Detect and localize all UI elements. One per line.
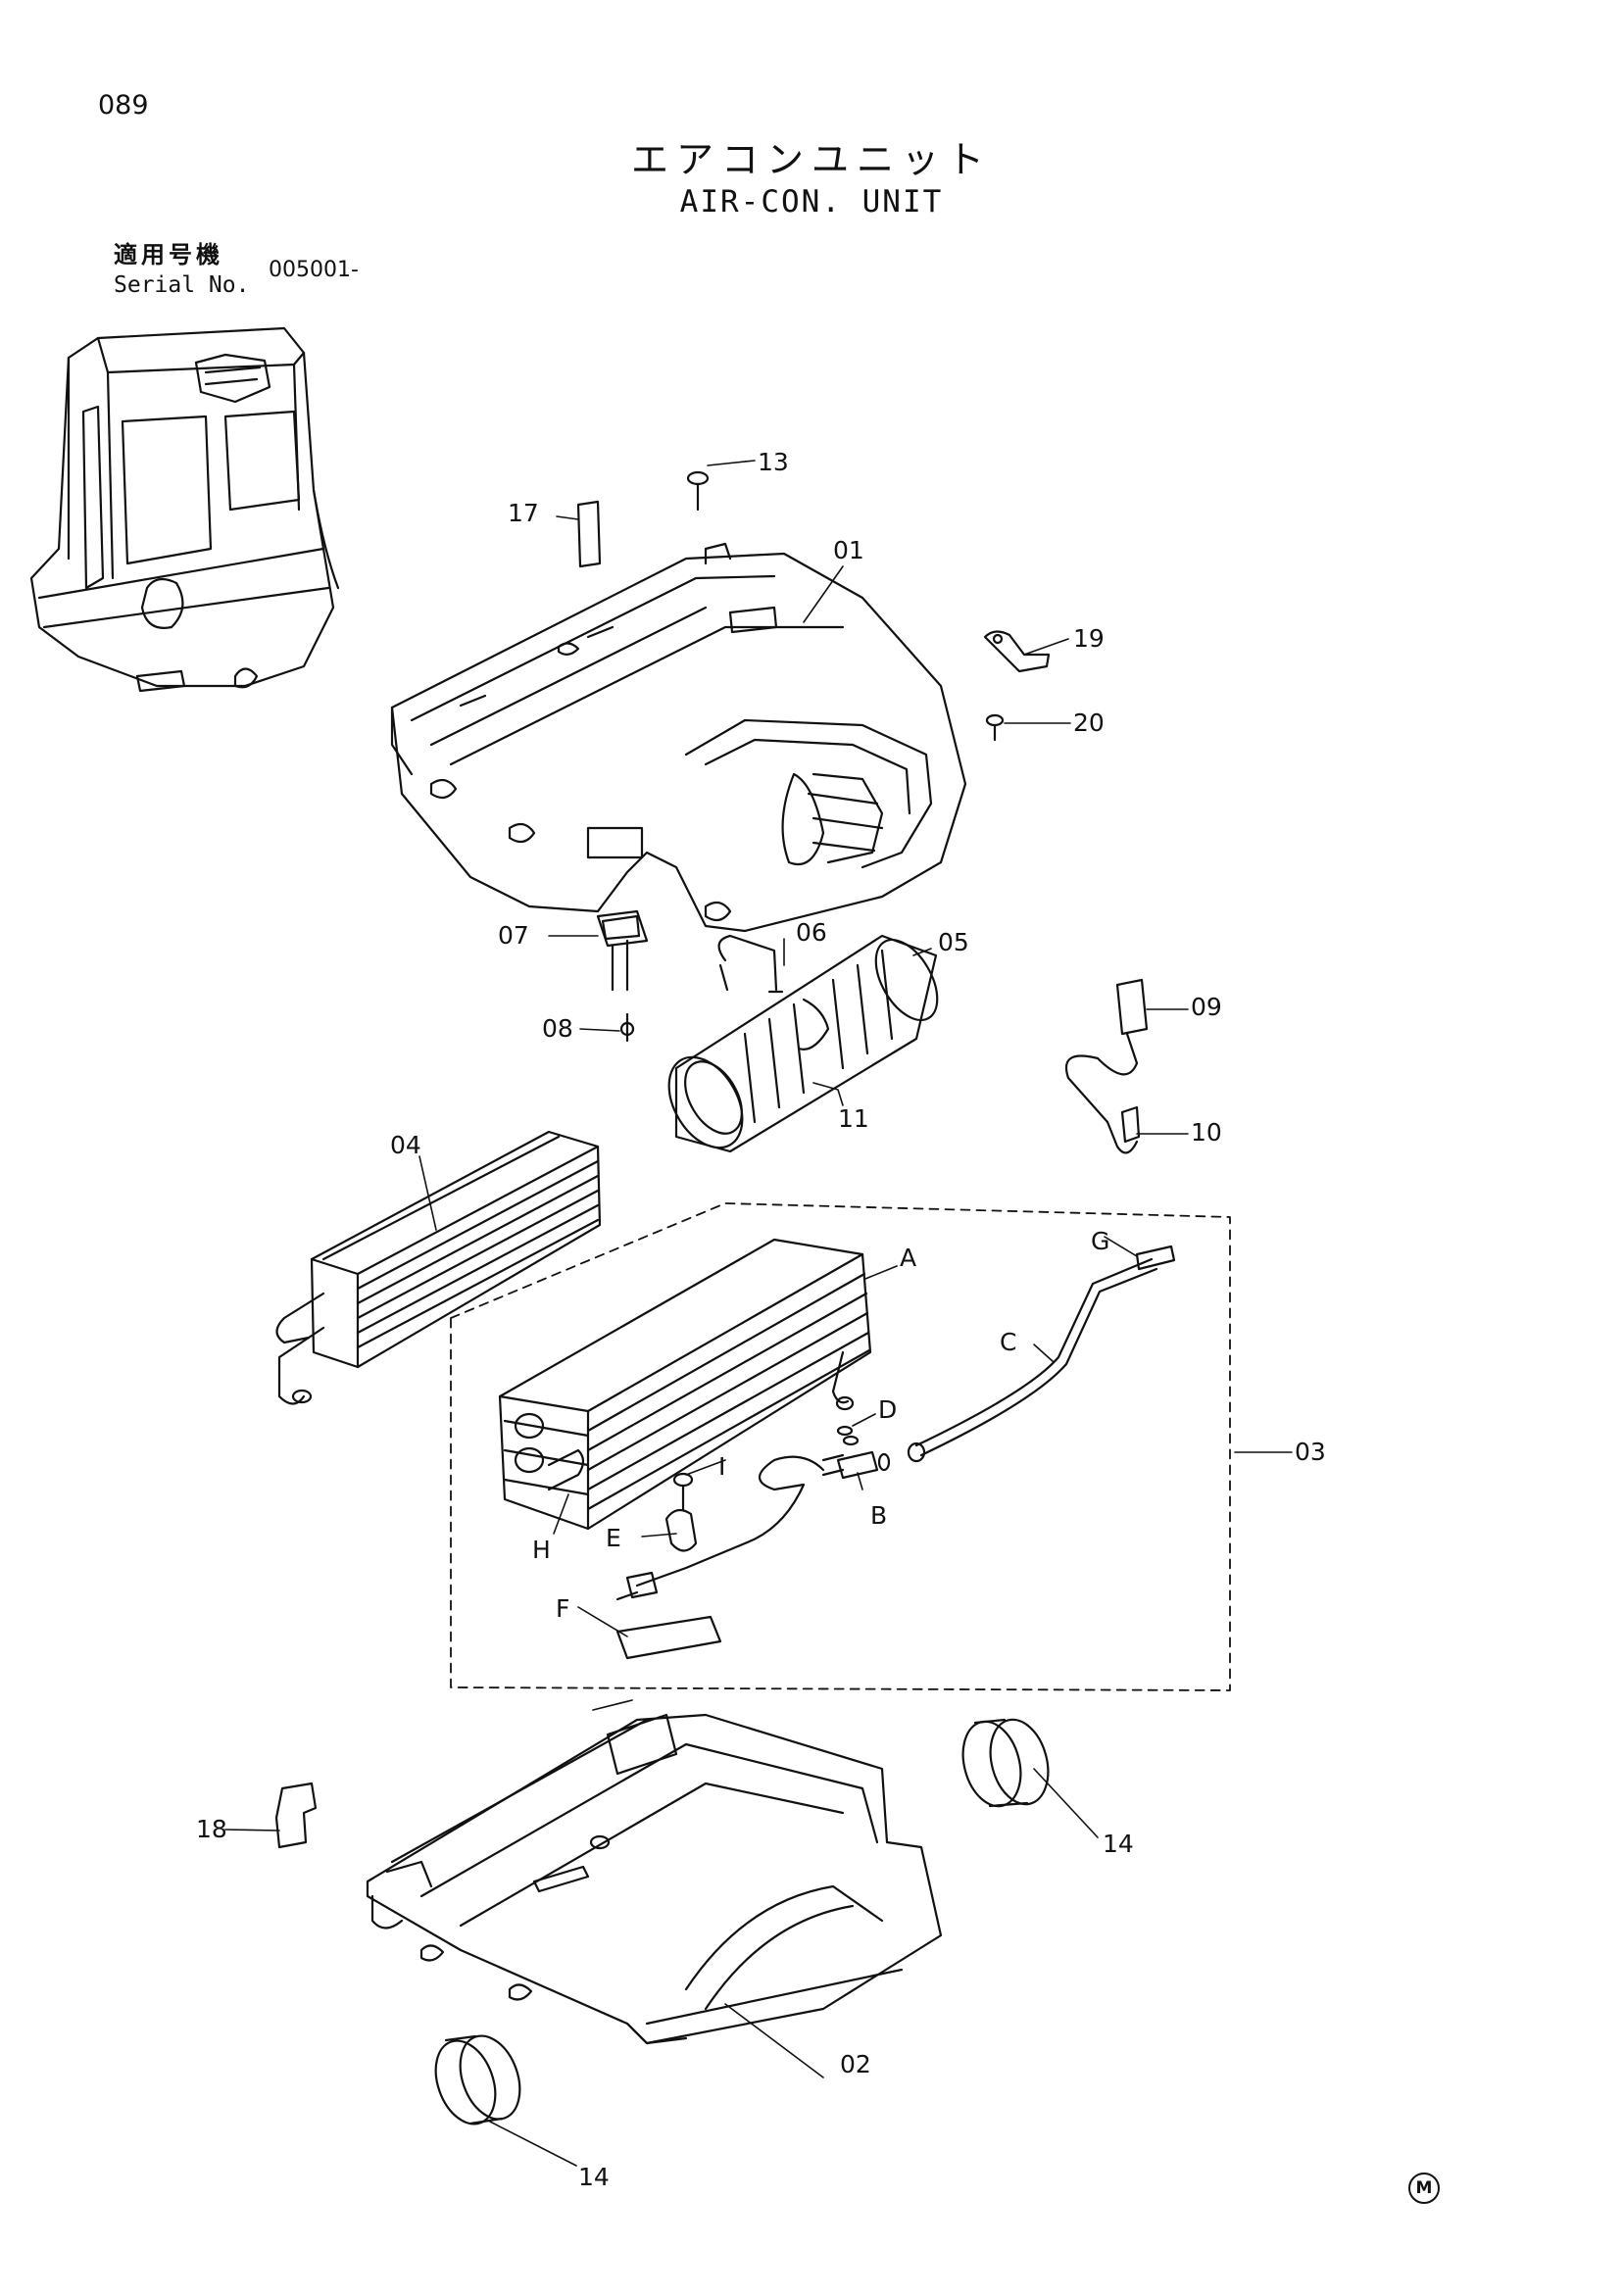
callout-09: 09 [1191,993,1222,1021]
upper-case-01 [390,542,967,933]
callout-A: A [900,1244,916,1272]
duct-14-upper [961,1718,1050,1808]
callout-02: 02 [840,2050,871,2078]
evaporator-kit-box-03 [450,1202,1231,1691]
clip-18 [274,1782,318,1849]
small-fasteners-top [576,470,1051,742]
callout-labels: 13 17 01 19 20 07 06 05 08 09 11 10 04 A… [196,448,1326,2191]
cab-thumbnail [29,326,340,693]
callout-20: 20 [1073,708,1105,737]
callout-I: I [718,1452,725,1481]
lower-case-02 [366,1713,943,2045]
evaporator-A [498,1238,872,1531]
callout-04: 04 [390,1131,421,1159]
callout-03: 03 [1295,1438,1326,1466]
connector-07 [596,909,649,1043]
serial-label-english: Serial No. [114,272,250,298]
title-japanese: エアコンユニット [630,138,992,181]
callout-18: 18 [196,1815,227,1843]
leader-lines [224,460,1293,2167]
callout-E: E [606,1524,621,1552]
drain-hose-06 [717,934,784,994]
callout-08: 08 [542,1014,573,1043]
callout-D: D [878,1395,897,1424]
switch-harness-09-10 [1065,978,1149,1154]
title-english: AIR-CON. UNIT [679,184,944,220]
callout-H: H [532,1536,551,1564]
callout-13: 13 [758,448,789,476]
page-number: 089 [98,90,149,121]
callout-14-upper: 14 [1103,1830,1134,1858]
callout-01: 01 [833,536,864,564]
callout-B: B [870,1501,887,1530]
thermistor-E-I-F [615,1455,825,1660]
callout-11: 11 [838,1104,869,1133]
callout-05: 05 [938,928,969,956]
callout-07: 07 [498,921,529,950]
callout-F: F [556,1594,569,1623]
m-logo: M [1408,2173,1440,2204]
duct-14-lower [434,2034,521,2125]
callout-17: 17 [508,499,539,527]
fitting-D-B [821,1425,891,1480]
callout-19: 19 [1073,624,1105,653]
callout-G: G [1091,1227,1109,1255]
blower-assembly [667,934,939,1153]
callout-10: 10 [1191,1118,1222,1147]
serial-label-japanese: 適用号機 [114,241,223,269]
callout-14-lower: 14 [578,2163,610,2191]
pipe-C [907,1245,1176,1463]
heater-core-04 [275,1130,602,1405]
callout-C: C [1000,1328,1016,1356]
serial-number-value: 005001- [269,258,359,282]
callout-06: 06 [796,918,827,947]
